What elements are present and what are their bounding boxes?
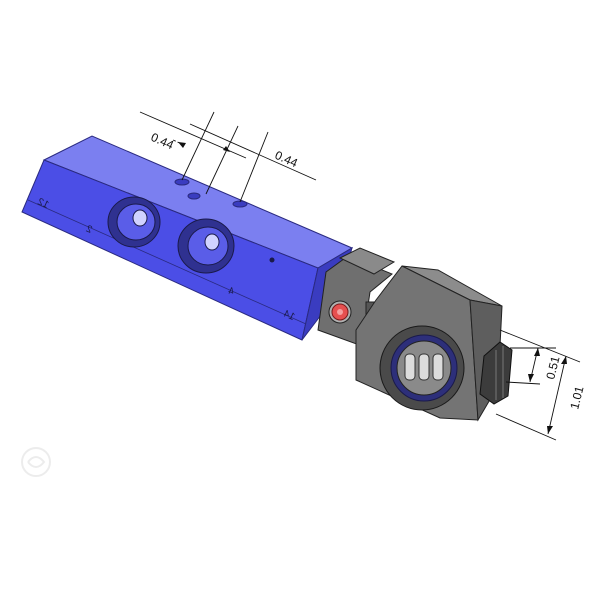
port-label-14: 14: [281, 308, 296, 323]
connector-pin-2: [418, 353, 430, 381]
port-right: [177, 218, 235, 274]
adapter-top: [338, 247, 396, 275]
pilot-hole: [269, 257, 275, 263]
port-label-2: 2: [84, 223, 94, 235]
dimension-label-outer: 1.01: [567, 384, 586, 410]
valve-centerline: [27, 199, 307, 325]
port-label-4: 4: [226, 285, 236, 297]
dimension-label-inner: 0.51: [543, 354, 562, 380]
connector-pin-3: [432, 353, 444, 381]
dimension-label-spacing-1: 0.44: [149, 130, 176, 152]
solenoid-assembly: [317, 247, 513, 422]
override-center: [337, 309, 343, 315]
port-label-12: 12: [35, 196, 50, 211]
valve-body: 12 2 4 14: [21, 135, 354, 341]
top-hole-2: [187, 192, 201, 200]
top-dimensions: [139, 111, 317, 203]
watermark-logo: [21, 447, 51, 477]
port-left: [107, 196, 161, 248]
connector-pin-1: [404, 353, 416, 381]
right-dimensions: [495, 329, 581, 441]
